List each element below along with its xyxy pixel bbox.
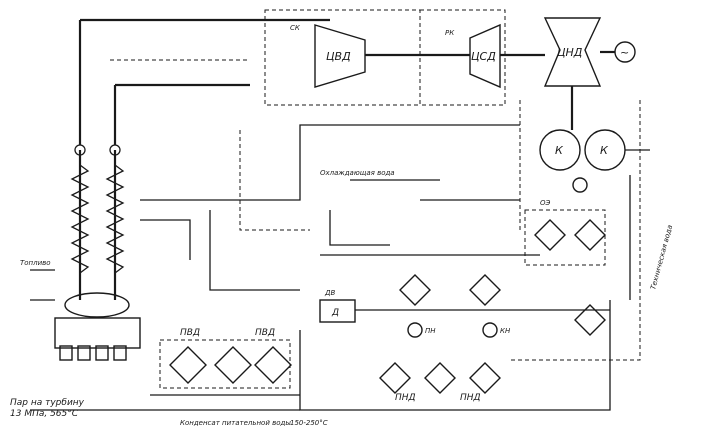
pump-1-label: ПН	[425, 327, 436, 335]
turbine-ip-label: ЦСД	[471, 50, 496, 63]
deaerator-label: Д	[331, 308, 339, 318]
hp-heater-1-label: ПВД	[180, 328, 200, 338]
steam-spec-label: 13 МПа, 565°С	[10, 409, 79, 419]
condenser-2-label: К	[600, 144, 609, 157]
turbine-hp-label: ЦВД	[326, 50, 351, 63]
heater-row-low: ПВД ПВД	[159, 328, 292, 389]
node-1-label: РК	[445, 29, 455, 37]
condenser-2: К	[584, 129, 626, 171]
water-temp-label: 150-250°С	[290, 419, 328, 427]
deaerator: Д	[319, 299, 356, 323]
bottom-caption: Конденсат питательной воды	[180, 419, 291, 427]
cooling-water-label: Охлаждающая вода	[320, 169, 395, 177]
turbine-lp-label: ЦНД	[557, 46, 583, 59]
condenser-1-label: К	[555, 144, 564, 157]
turbine-hp: ЦВД	[314, 24, 366, 88]
condenser-1: К	[539, 129, 581, 171]
generator-label: ~	[620, 46, 629, 59]
boiler	[30, 144, 141, 361]
turbine-lp: ЦНД	[543, 17, 602, 87]
node-4-label: ОЭ	[540, 199, 551, 207]
steam-out-label: Пар на турбину	[10, 398, 85, 408]
hp-heater-2-label: ПВД	[255, 328, 275, 338]
pump-2-label: КН	[500, 327, 511, 335]
pump-1: ПН	[407, 322, 436, 338]
pump-2: КН	[482, 322, 511, 338]
lp-heater-1-label: ПНД	[395, 393, 416, 403]
turbine-ip: ЦСД	[469, 23, 501, 89]
fuel-label: Топливо	[20, 259, 51, 267]
lp-heater-2-label: ПНД	[460, 393, 481, 403]
right-vertical-label: Техническая вода	[649, 224, 674, 290]
node-2-label: СК	[290, 24, 301, 32]
heater-row-right	[524, 209, 606, 336]
node-3-label: ДВ	[324, 289, 335, 297]
generator: ~	[614, 41, 636, 63]
heater-row-mid: ПНД ПНД	[379, 274, 501, 403]
